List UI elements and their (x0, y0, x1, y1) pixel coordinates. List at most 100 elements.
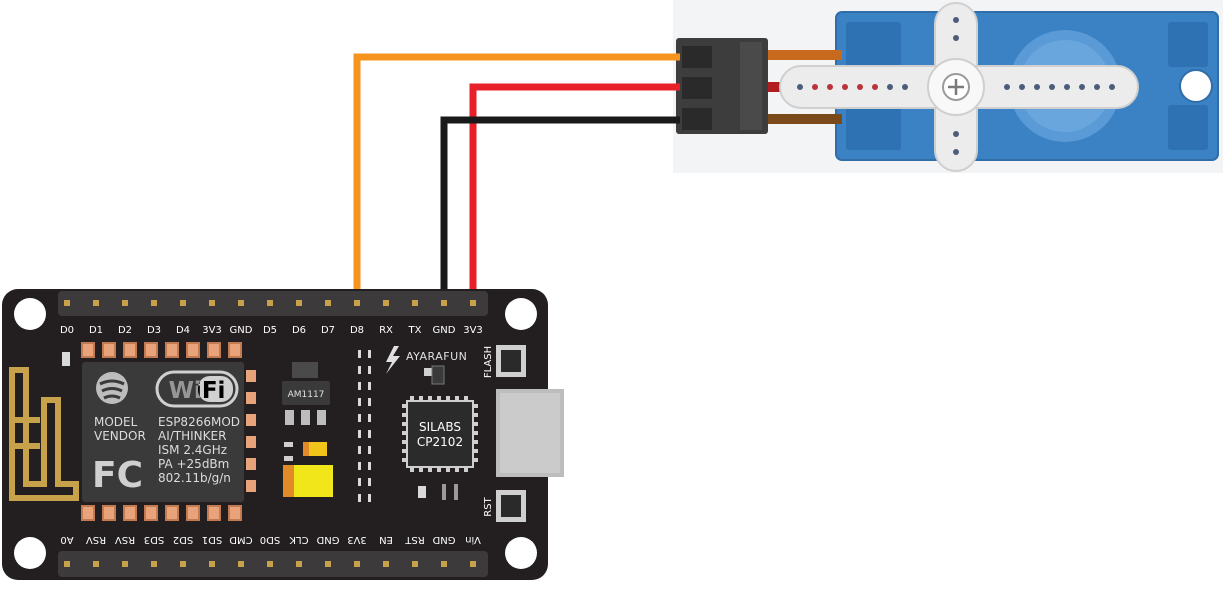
module-pad (228, 505, 242, 521)
bottom-pin-label: RSV (86, 534, 106, 545)
bottom-pin-rsv[interactable] (93, 561, 99, 567)
chip-pin (419, 467, 423, 472)
module-pad (246, 392, 256, 404)
top-pin-label: D1 (89, 325, 103, 336)
bottom-pin-sd1[interactable] (209, 561, 215, 567)
top-pin-gnd[interactable] (238, 300, 244, 306)
top-pin-tx[interactable] (412, 300, 418, 306)
bottom-pin-label: SD0 (260, 534, 280, 545)
chip-pin (473, 449, 478, 453)
top-pin-d8[interactable] (354, 300, 360, 306)
module-pad (81, 505, 95, 521)
servo-motor (673, 0, 1223, 173)
bottom-pin-cmd[interactable] (238, 561, 244, 567)
top-pin-label: D3 (147, 325, 161, 336)
module-pad (207, 342, 221, 358)
bottom-pin-label: GND (432, 534, 455, 545)
top-pin-d6[interactable] (296, 300, 302, 306)
top-pin-d7[interactable] (325, 300, 331, 306)
top-pin-d3[interactable] (151, 300, 157, 306)
module-pad (102, 505, 116, 521)
wires (353, 53, 680, 302)
module-pad (207, 505, 221, 521)
module-line-5: 802.11b/g/n (158, 471, 231, 485)
bottom-pin-dots (64, 561, 476, 567)
bottom-pin-en[interactable] (383, 561, 389, 567)
top-pin-d4[interactable] (180, 300, 186, 306)
module-label-vendor: VENDOR (94, 429, 146, 443)
top-pin-gnd[interactable] (441, 300, 447, 306)
mount-hole-top-left (14, 298, 46, 330)
module-bottom-pads (81, 505, 242, 521)
chip-pin (473, 431, 478, 435)
bottom-pin-label: RST (404, 534, 424, 545)
bottom-pin-sd3[interactable] (151, 561, 157, 567)
top-pin-3v3[interactable] (470, 300, 476, 306)
bottom-pin-3v3[interactable] (354, 561, 360, 567)
chip-pin (428, 396, 432, 401)
flash-button[interactable] (496, 345, 526, 377)
module-pad (246, 370, 256, 382)
bottom-pin-a0[interactable] (64, 561, 70, 567)
trace-dot (358, 398, 361, 406)
mount-hole-bottom-right (505, 537, 537, 569)
top-pin-d5[interactable] (267, 300, 273, 306)
module-pad (123, 342, 137, 358)
top-pin-label: RX (379, 325, 393, 336)
bottom-pin-label: EN (379, 534, 393, 545)
trace-dot (368, 478, 371, 486)
chip-pin (410, 467, 414, 472)
module-pad (102, 342, 116, 358)
chip-pin (402, 458, 407, 462)
module-line-1: ESP8266MOD (158, 415, 240, 429)
top-pin-label: 3V3 (202, 325, 222, 336)
bottom-pin-sd2[interactable] (180, 561, 186, 567)
micro-usb-port[interactable] (496, 389, 564, 477)
ground-wire[interactable] (440, 116, 680, 302)
chip-pin (464, 467, 468, 472)
top-pin-label: TX (408, 325, 422, 336)
reset-button[interactable] (496, 490, 526, 522)
bottom-pin-label: Vin (465, 534, 481, 545)
top-pin-rx[interactable] (383, 300, 389, 306)
chip-pin (402, 431, 407, 435)
bottom-pin-vin[interactable] (470, 561, 476, 567)
top-pin-label: D7 (321, 325, 335, 336)
bottom-pin-rsv[interactable] (122, 561, 128, 567)
module-line-2: AI/THINKER (158, 429, 226, 443)
bottom-pin-sd0[interactable] (267, 561, 273, 567)
top-pin-d1[interactable] (93, 300, 99, 306)
top-pin-3v3[interactable] (209, 300, 215, 306)
signal-wire[interactable] (353, 53, 680, 302)
servo-horn (779, 2, 1139, 172)
chip-label-line1: SILABS (419, 420, 461, 434)
servo-mount-hole (1179, 69, 1213, 103)
bottom-pin-gnd[interactable] (325, 561, 331, 567)
module-label-model: MODEL (94, 415, 138, 429)
bottom-pin-gnd[interactable] (441, 561, 447, 567)
top-pin-label: GND (433, 325, 456, 336)
trace-dot (368, 446, 371, 454)
espressif-logo-icon (96, 372, 128, 404)
wifi-logo: WiFi (155, 370, 239, 408)
chip-pin (446, 396, 450, 401)
chip-pin (455, 467, 459, 472)
module-line-3: ISM 2.4GHz (158, 443, 227, 457)
reset-button-label: RST (483, 496, 494, 516)
bottom-pin-rst[interactable] (412, 561, 418, 567)
bottom-pin-label: A0 (60, 534, 73, 545)
top-pin-label: 3V3 (463, 325, 483, 336)
trace-dot (358, 366, 361, 374)
top-pin-d0[interactable] (64, 300, 70, 306)
module-pad (123, 505, 137, 521)
top-pin-d2[interactable] (122, 300, 128, 306)
module-pad (246, 458, 256, 470)
mount-hole-top-right (505, 298, 537, 330)
chip-pin (446, 467, 450, 472)
module-pad (246, 436, 256, 448)
bottom-pin-clk[interactable] (296, 561, 302, 567)
trace-dot (358, 350, 361, 358)
power-wire[interactable] (469, 83, 680, 302)
